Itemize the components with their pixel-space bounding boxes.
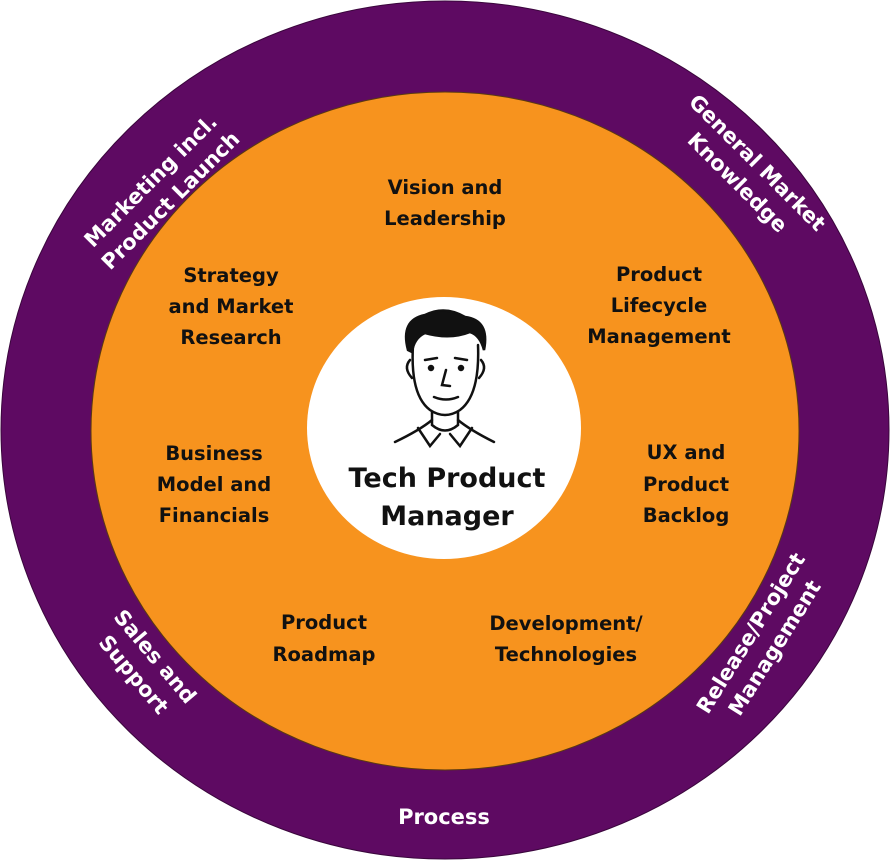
inner-label-business-3: Financials [159, 504, 270, 527]
inner-label-development-2: Technologies [495, 643, 637, 666]
inner-label-business-1: Business [165, 442, 262, 465]
inner-label-strategy-1: Strategy [183, 264, 279, 287]
inner-label-lifecycle-1: Product [616, 263, 702, 286]
inner-label-lifecycle-2: Lifecycle [611, 294, 708, 317]
inner-label-ux-2: Product [643, 473, 729, 496]
inner-label-roadmap-1: Product [281, 611, 367, 634]
inner-label-lifecycle-3: Management [587, 325, 731, 348]
inner-label-strategy-2: and Market [169, 295, 294, 318]
inner-label-business-2: Model and [157, 473, 271, 496]
person-portrait-icon [393, 309, 496, 449]
inner-label-ux-3: Backlog [643, 504, 730, 527]
inner-label-vision-1: Vision and [388, 176, 503, 199]
inner-label-development-1: Development/ [489, 612, 643, 635]
inner-label-roadmap-2: Roadmap [273, 643, 376, 666]
center-title-line2: Manager [380, 501, 514, 532]
inner-label-vision-2: Leadership [384, 207, 506, 230]
center-title-line1: Tech Product [349, 463, 546, 494]
outer-label-process: Process [398, 805, 490, 829]
inner-label-ux-1: UX and [647, 441, 726, 464]
inner-label-strategy-3: Research [180, 326, 281, 349]
center-circle [307, 297, 581, 559]
